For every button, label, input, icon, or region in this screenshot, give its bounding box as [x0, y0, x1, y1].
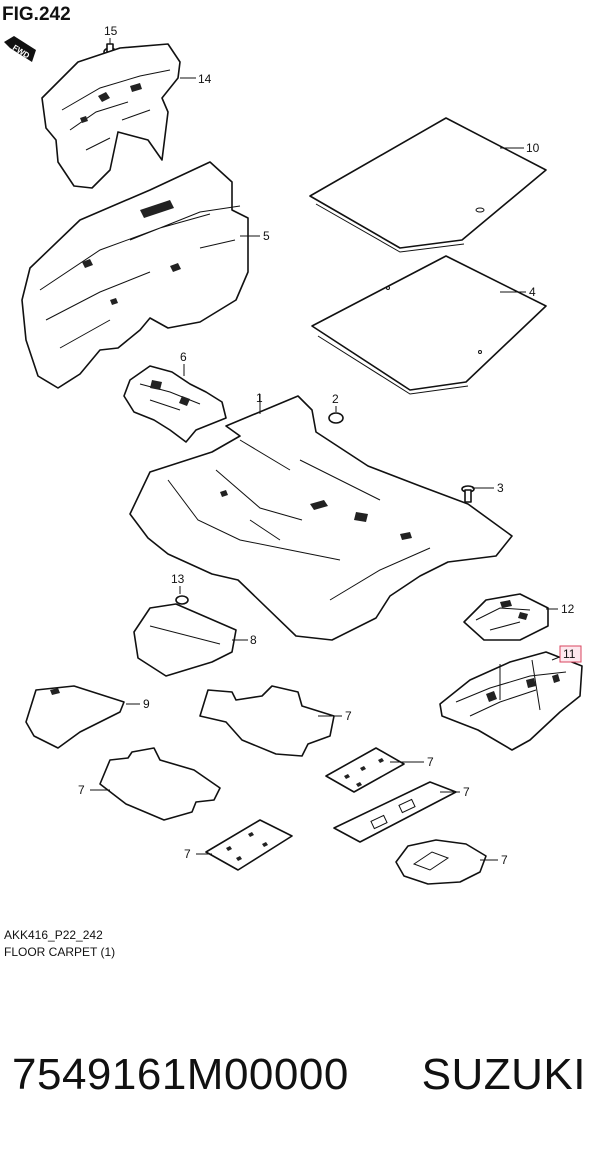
callout-5: 5	[263, 229, 270, 243]
part-1-floor-carpet	[129, 395, 513, 641]
callout-7e: 7	[184, 847, 191, 861]
part-11-luggage-box	[439, 651, 583, 751]
figure-description: FLOOR CARPET (1)	[4, 945, 116, 959]
part-4-luggage-floor-board	[311, 255, 547, 395]
part-6-tunnel-silencer	[123, 365, 227, 443]
callout-2: 2	[332, 392, 339, 406]
part-10-luggage-board	[309, 117, 547, 253]
part-13-clip	[175, 595, 189, 605]
callout-12: 12	[561, 602, 575, 616]
callout-10: 10	[526, 141, 540, 155]
callout-3: 3	[497, 481, 504, 495]
part-2-grommet	[328, 412, 344, 424]
callout-11: 11	[563, 647, 576, 661]
callout-13: 13	[171, 572, 185, 586]
part-7-mat-round	[395, 839, 487, 885]
figure-caption: AKK416_P22_242 FLOOR CARPET (1)	[4, 927, 115, 961]
callout-11-highlight	[559, 645, 582, 663]
part-5-dash-insulator	[21, 161, 249, 389]
parts-diagram: FIG.242 FWD	[2, 4, 583, 885]
part-footer: 7549161M00000 SUZUKI	[0, 1040, 600, 1110]
callout-7d: 7	[463, 785, 470, 799]
part-12-tool-tray	[463, 593, 549, 641]
part-7-mat-small-1	[325, 747, 405, 793]
fwd-arrow-icon: FWD	[4, 36, 36, 62]
part-3-clip	[461, 485, 475, 503]
callout-9: 9	[143, 697, 150, 711]
figure-code: AKK416_P22_242	[4, 928, 103, 942]
callout-7f: 7	[501, 853, 508, 867]
callout-7a: 7	[345, 709, 352, 723]
part-7-floor-mat-front	[199, 685, 335, 757]
part-9-side-silencer	[25, 685, 125, 749]
part-number: 7549161M00000	[12, 1050, 349, 1099]
callout-15: 15	[104, 24, 118, 38]
callout-6: 6	[180, 350, 187, 364]
callout-14: 14	[198, 72, 212, 86]
callout-7c: 7	[427, 755, 434, 769]
figure-title: FIG.242	[2, 4, 71, 25]
part-8-floor-silencer	[133, 603, 237, 677]
part-7-floor-mat-rear	[99, 747, 221, 821]
callout-1: 1	[256, 391, 263, 405]
part-7-mat-small-3	[205, 819, 293, 871]
callout-4: 4	[529, 285, 536, 299]
part-14-dash-silencer	[41, 43, 181, 189]
callout-8: 8	[250, 633, 257, 647]
callout-7b: 7	[78, 783, 85, 797]
brand-name: SUZUKI	[421, 1050, 586, 1099]
